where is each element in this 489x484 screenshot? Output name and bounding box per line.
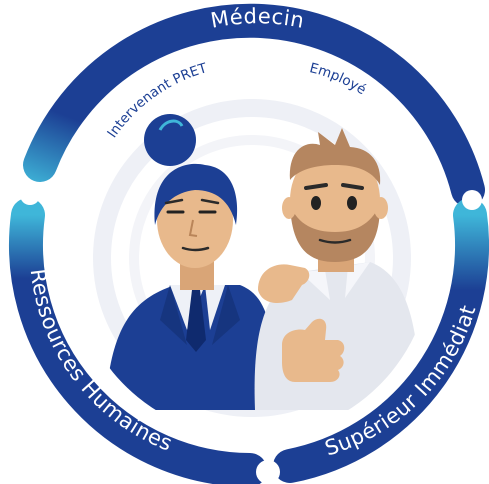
outer-ring <box>9 3 489 484</box>
ring-segment-top <box>23 3 485 207</box>
ring-segment-left <box>9 198 267 484</box>
ring-segment-right <box>273 198 489 483</box>
woman-figure <box>105 114 278 410</box>
man-figure <box>254 128 420 410</box>
